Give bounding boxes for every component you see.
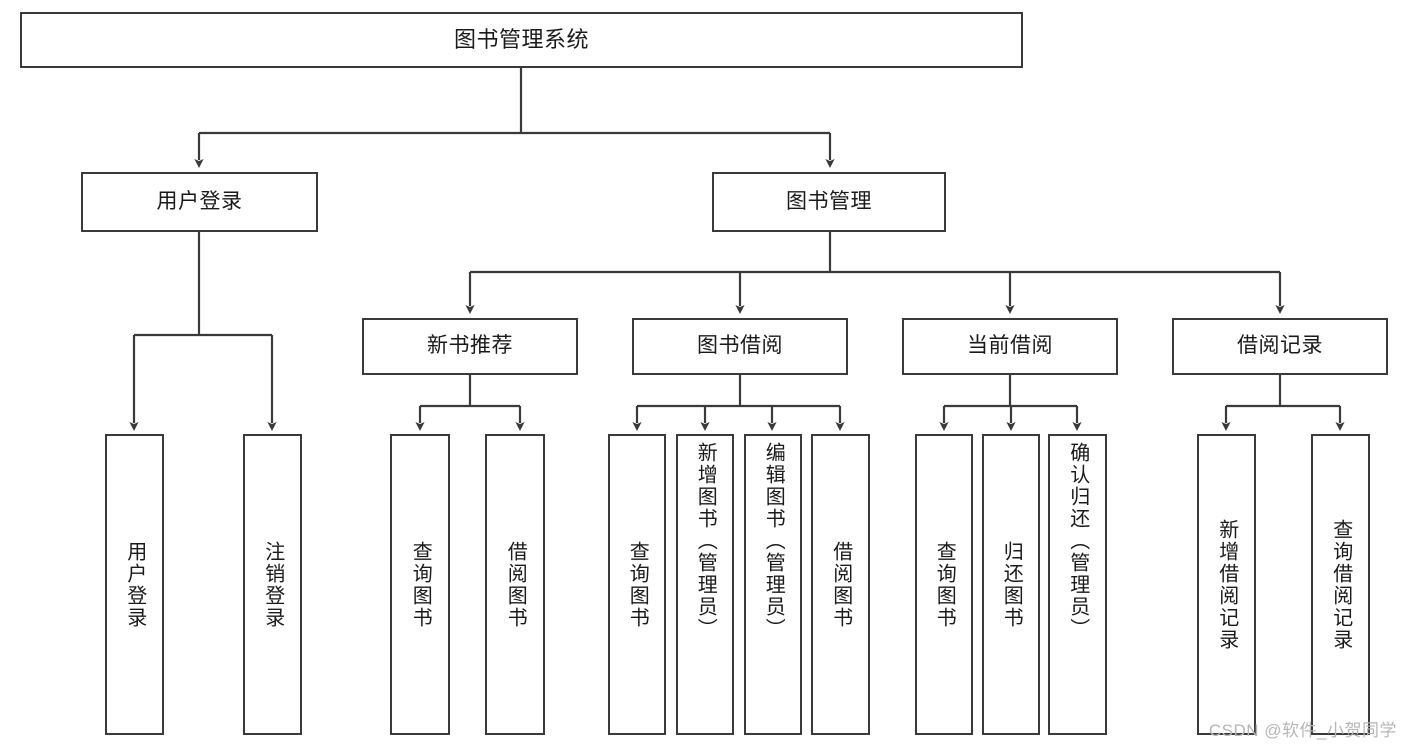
leaf-current-query-book-label: 查询图书	[933, 540, 956, 629]
node-borrow-record[interactable]: 借阅记录	[1172, 318, 1388, 375]
leaf-borrow-take-book-label: 借阅图书	[829, 540, 852, 629]
leaf-record-search[interactable]: 查询借阅记录	[1311, 434, 1370, 735]
leaf-borrow-add-book-label: 新增图书（管理员）	[694, 442, 717, 640]
leaf-borrow-edit-book[interactable]: 编辑图书（管理员）	[744, 434, 802, 735]
leaf-borrow-take-book[interactable]: 借阅图书	[811, 434, 870, 735]
leaf-borrow-add-book[interactable]: 新增图书（管理员）	[676, 434, 734, 735]
leaf-current-query-book[interactable]: 查询图书	[915, 434, 973, 735]
leaf-current-confirm-return[interactable]: 确认归还（管理员）	[1048, 434, 1107, 735]
node-book-borrow-label: 图书借阅	[697, 334, 783, 358]
node-user-login-label: 用户登录	[156, 189, 243, 213]
node-current-borrow-label: 当前借阅	[967, 334, 1053, 358]
leaf-current-return-book[interactable]: 归还图书	[982, 434, 1040, 735]
node-current-borrow[interactable]: 当前借阅	[902, 318, 1118, 375]
node-new-book-recommend-label: 新书推荐	[427, 334, 513, 358]
leaf-record-search-label: 查询借阅记录	[1329, 518, 1352, 651]
leaf-logout[interactable]: 注销登录	[243, 434, 302, 735]
leaf-rec-query-book-label: 查询图书	[409, 540, 432, 629]
leaf-borrow-query-book-label: 查询图书	[626, 540, 649, 629]
node-new-book-recommend[interactable]: 新书推荐	[362, 318, 578, 375]
leaf-rec-borrow-book[interactable]: 借阅图书	[485, 434, 545, 735]
leaf-rec-borrow-book-label: 借阅图书	[504, 540, 527, 629]
node-root-label: 图书管理系统	[453, 27, 589, 53]
leaf-borrow-edit-book-label: 编辑图书（管理员）	[762, 442, 785, 640]
node-root[interactable]: 图书管理系统	[20, 12, 1023, 68]
node-book-manage-label: 图书管理	[786, 189, 872, 213]
node-user-login[interactable]: 用户登录	[81, 172, 318, 232]
leaf-current-confirm-return-label: 确认归还（管理员）	[1066, 442, 1089, 640]
node-borrow-record-label: 借阅记录	[1237, 334, 1323, 358]
leaf-rec-query-book[interactable]: 查询图书	[390, 434, 450, 735]
leaf-current-return-book-label: 归还图书	[1000, 540, 1023, 629]
node-book-manage[interactable]: 图书管理	[712, 172, 946, 232]
leaf-record-add-label: 新增借阅记录	[1215, 518, 1238, 651]
leaf-user-login-label: 用户登录	[123, 540, 146, 629]
leaf-borrow-query-book[interactable]: 查询图书	[608, 434, 666, 735]
leaf-record-add[interactable]: 新增借阅记录	[1197, 434, 1256, 735]
leaf-user-login[interactable]: 用户登录	[105, 434, 164, 735]
leaf-logout-label: 注销登录	[261, 540, 284, 629]
node-book-borrow[interactable]: 图书借阅	[632, 318, 848, 375]
